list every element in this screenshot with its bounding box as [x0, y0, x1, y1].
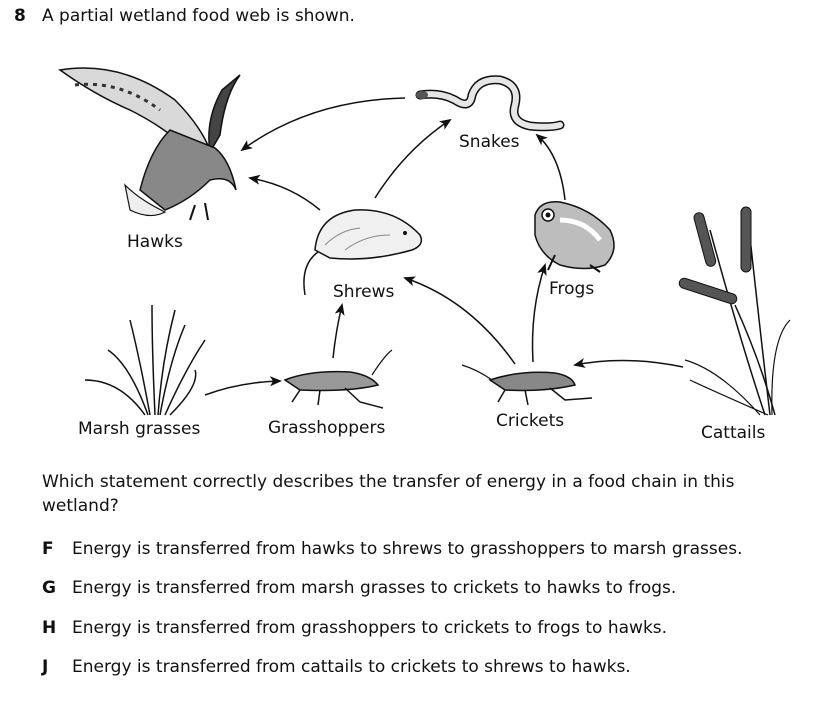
food-web-diagram [58, 67, 791, 416]
label-cattails: Cattails [701, 423, 766, 443]
choice-h[interactable]: H Energy is transferred from grasshoppers… [42, 618, 667, 638]
label-shrews: Shrews [333, 282, 395, 302]
arrow-frogs-to-snakes [535, 133, 566, 201]
choice-g[interactable]: G Energy is transferred from marsh grasse… [42, 578, 676, 598]
question-stem: A partial wetland food web is shown. [42, 6, 355, 26]
marsh-grasses-illustration [84, 304, 206, 416]
choice-text: Energy is transferred from hawks to shre… [72, 539, 743, 559]
shrew-illustration [303, 209, 423, 296]
cricket-illustration [461, 364, 593, 406]
label-crickets: Crickets [496, 411, 565, 431]
choice-text: Energy is transferred from marsh grasses… [72, 578, 677, 598]
choice-letter: H [42, 618, 57, 638]
label-grasshoppers: Grasshoppers [268, 418, 386, 438]
question-number: 8 [14, 6, 26, 26]
frog-illustration [534, 201, 615, 273]
choice-text: Energy is transferred from cattails to c… [72, 657, 631, 677]
arrow-crickets-to-frogs [531, 263, 547, 363]
arrow-grasshoppers-to-shrews [332, 303, 345, 359]
question-prompt: Which statement correctly describes the … [42, 472, 735, 516]
label-marsh-grasses: Marsh grasses [78, 419, 201, 439]
cattails-illustration [678, 206, 791, 416]
arrow-snakes-to-hawks [240, 97, 406, 152]
energy-arrows [204, 97, 684, 396]
arrow-marsh-grasses-to-grasshoppers [204, 376, 282, 396]
choice-text: Energy is transferred from grasshoppers … [72, 618, 668, 638]
label-snakes: Snakes [459, 132, 520, 152]
snake-illustration [415, 75, 565, 132]
choice-letter: G [42, 578, 56, 598]
arrow-shrews-to-snakes [374, 118, 452, 199]
arrow-crickets-to-shrews [403, 276, 516, 365]
arrow-cattails-to-crickets [573, 358, 684, 368]
arrow-shrews-to-hawks [248, 174, 321, 211]
label-frogs: Frogs [549, 279, 595, 299]
label-hawks: Hawks [127, 232, 183, 252]
choice-letter: F [42, 539, 54, 559]
choice-letter: J [42, 657, 49, 677]
hawk-illustration [58, 67, 241, 221]
grasshopper-illustration [283, 349, 393, 409]
choice-f[interactable]: F Energy is transferred from hawks to shr… [42, 539, 742, 559]
choice-j[interactable]: J Energy is transferred from cattails to … [42, 657, 631, 677]
